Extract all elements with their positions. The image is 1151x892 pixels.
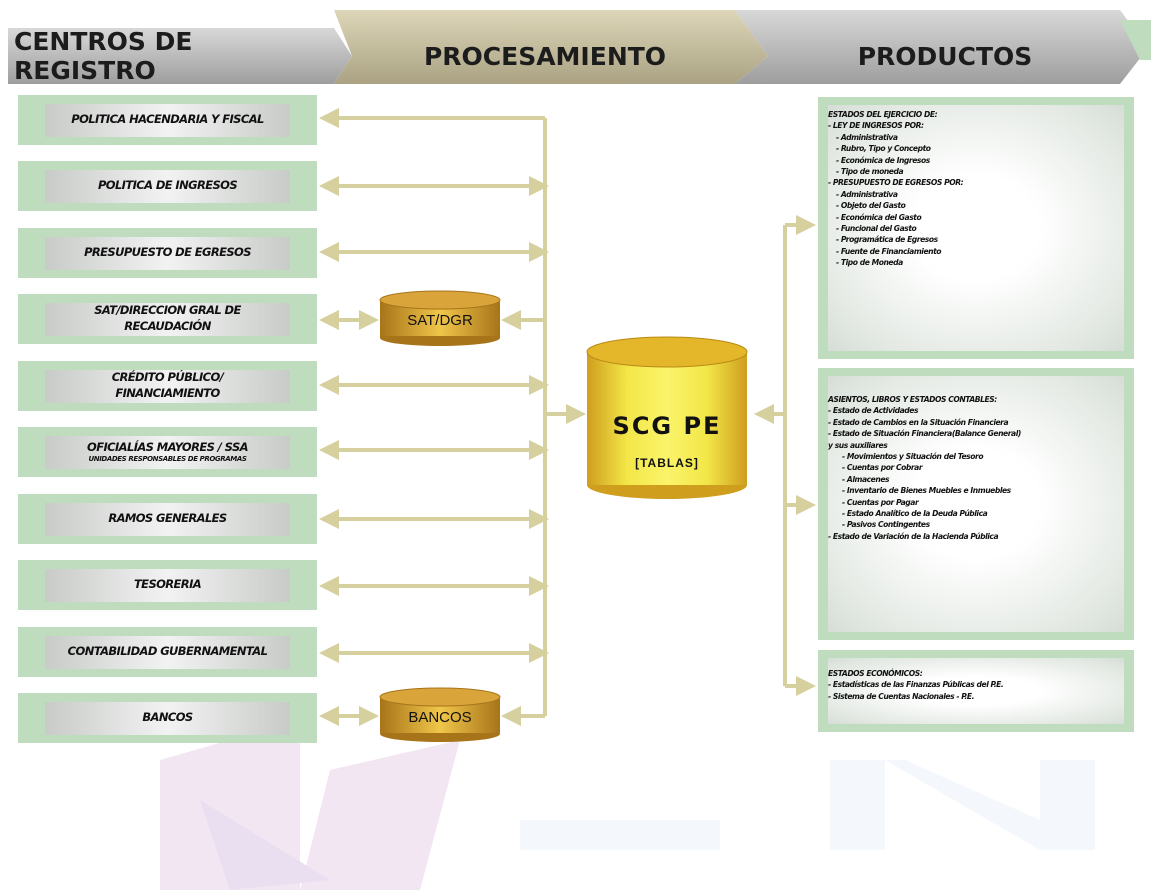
source-box-line: POLITICA DE INGRESOS	[97, 178, 238, 193]
product-box-background	[828, 376, 1124, 632]
product-line: - Económica del Gasto	[836, 212, 922, 222]
source-box-label: TESORERIA	[44, 568, 291, 602]
source-box-line: RECAUDACIÓN	[124, 319, 211, 333]
source-box-label: RAMOS GENERALES	[44, 502, 291, 536]
header-middle-chevron	[334, 10, 768, 84]
source-box-line: RAMOS GENERALES	[108, 511, 227, 526]
right-connectors	[783, 215, 816, 696]
product-line: - Administrativa	[836, 132, 898, 142]
product-line: - Objeto del Gasto	[836, 201, 906, 211]
product-box: ESTADOS DEL EJERCICIO DE: - LEY DE INGRES…	[818, 97, 1134, 359]
product-box-text: ESTADOS ECONÓMICOS: - Estadísticas de las…	[828, 662, 1124, 702]
product-line: - LEY DE INGRESOS POR:	[828, 121, 924, 131]
header-productos: PRODUCTOS	[857, 41, 1033, 71]
source-box-line: PRESUPUESTO DE EGRESOS	[84, 245, 251, 260]
header-right-chevron	[735, 10, 1148, 84]
product-line: - Fuente de Financiamiento	[836, 246, 942, 256]
source-box: BANCOS	[18, 693, 317, 743]
source-box-line: FINANCIAMIENTO	[115, 386, 220, 400]
left-connectors	[319, 108, 785, 726]
source-box: CONTABILIDAD GUBERNAMENTAL	[18, 627, 317, 677]
source-box: POLITICA HACENDARIA Y FISCAL	[18, 95, 317, 145]
header-procesamiento: PROCESAMIENTO	[423, 41, 667, 71]
product-box-background	[828, 105, 1124, 351]
product-line: - Estado de Situación Financiera(Balance…	[828, 429, 1021, 439]
product-box-background	[828, 658, 1124, 724]
product-line: - Cuentas por Cobrar	[842, 463, 923, 473]
product-box-text: ASIENTOS, LIBROS Y ESTADOS CONTABLES: - E…	[828, 380, 1124, 542]
source-box-label: POLITICA DE INGRESOS	[44, 169, 291, 203]
product-box: ASIENTOS, LIBROS Y ESTADOS CONTABLES: - E…	[818, 368, 1134, 640]
source-box: TESORERIA	[18, 560, 317, 610]
header-left-chevron	[8, 28, 352, 84]
source-box: POLITICA DE INGRESOS	[18, 161, 317, 211]
source-box-subtitle: UNIDADES RESPONSABLES DE PROGRAMAS	[88, 455, 247, 464]
source-box-label: PRESUPUESTO DE EGRESOS	[44, 236, 291, 270]
product-line: - Sistema de Cuentas Nacionales - P.E.	[828, 691, 975, 701]
product-line: - PRESUPUESTO DE EGRESOS POR:	[828, 178, 964, 188]
header-corner-accent	[1120, 20, 1151, 60]
source-box-label: CRÉDITO PÚBLICO/FINANCIAMIENTO	[44, 369, 291, 403]
product-line: ESTADOS ECONÓMICOS:	[828, 669, 923, 678]
sat-dgr-label: SAT/DGR	[407, 312, 473, 329]
source-box-line: TESORERIA	[133, 577, 202, 592]
product-line: - Pasivos Contingentes	[842, 520, 930, 530]
product-line: - Funcional del Gasto	[836, 223, 917, 233]
source-box: CRÉDITO PÚBLICO/FINANCIAMIENTO	[18, 361, 317, 411]
product-line: y sus auxiliares	[828, 440, 888, 450]
product-line: ESTADOS DEL EJERCICIO DE:	[828, 110, 938, 119]
product-line: - Cuentas por Pagar	[842, 497, 919, 507]
source-box-line: BANCOS	[142, 710, 193, 725]
product-line: - Estado de Actividades	[828, 406, 919, 416]
source-box-label: BANCOS	[44, 701, 291, 735]
product-box: ESTADOS ECONÓMICOS: - Estadísticas de las…	[818, 650, 1134, 732]
source-box: RAMOS GENERALES	[18, 494, 317, 544]
product-line: ASIENTOS, LIBROS Y ESTADOS CONTABLES:	[828, 395, 997, 404]
product-line: - Estado de Variación de la Hacienda Púb…	[828, 531, 999, 541]
source-box-line: CONTABILIDAD GUBERNAMENTAL	[67, 644, 268, 659]
product-line: - Estado Analítico de la Deuda Pública	[842, 508, 988, 518]
product-line: - Económica de Ingresos	[836, 155, 930, 165]
scg-pe-title: SCG PE	[612, 412, 722, 440]
scg-pe-cylinder	[586, 336, 748, 499]
product-line: - Programática de Egresos	[836, 235, 938, 245]
source-box-line: SAT/DIRECCION GRAL DE	[94, 303, 241, 318]
product-line: - Inventario de Bienes Muebles e Inmuebl…	[842, 486, 1011, 496]
source-box-line: CRÉDITO PÚBLICO/	[111, 370, 224, 385]
product-line: - Estado de Cambios en la Situación Fina…	[828, 417, 1009, 427]
sat-dgr-cylinder	[379, 290, 501, 346]
source-box: PRESUPUESTO DE EGRESOS	[18, 228, 317, 278]
source-box-label: POLITICA HACENDARIA Y FISCAL	[44, 103, 291, 137]
product-box-text: ESTADOS DEL EJERCICIO DE: - LEY DE INGRES…	[828, 109, 1124, 268]
source-box-line: POLITICA HACENDARIA Y FISCAL	[71, 112, 264, 127]
product-line: - Tipo de Moneda	[836, 258, 903, 268]
source-box-line: OFICIALÍAS MAYORES / SSA	[87, 439, 249, 454]
scg-pe-subtitle: [TABLAS]	[635, 456, 699, 470]
product-line: - Rubro, Tipo y Concepto	[836, 144, 931, 154]
source-box-label: CONTABILIDAD GUBERNAMENTAL	[44, 635, 291, 669]
product-line: - Almacenes	[842, 474, 890, 484]
header-centros-de-registro: CENTROS DE REGISTRO	[14, 27, 193, 85]
product-line: - Administrativa	[836, 189, 898, 199]
product-line: - Tipo de moneda	[836, 166, 904, 176]
bancos-cylinder-label: BANCOS	[408, 709, 472, 726]
product-line: - Estadísticas de las Finanzas Públicas …	[828, 680, 1004, 690]
product-line: - Movimientos y Situación del Tesoro	[842, 451, 984, 461]
bancos-cylinder	[379, 687, 501, 742]
